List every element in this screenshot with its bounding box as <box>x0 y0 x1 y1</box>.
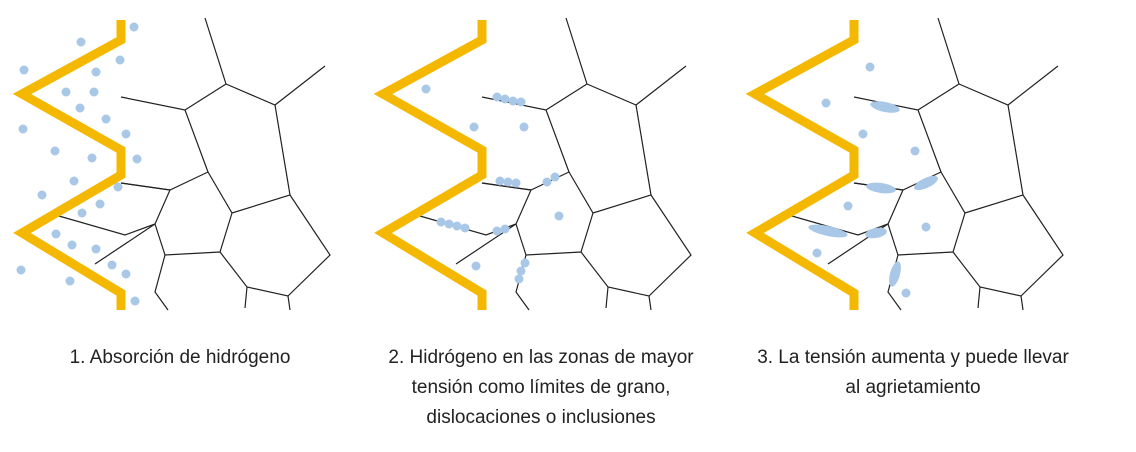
grain-boundaries <box>51 17 331 311</box>
panel-3: 3. La tensión aumenta y puede llevar al … <box>733 0 1093 452</box>
caption-1: 1. Absorción de hidrógeno <box>0 343 360 373</box>
caption-3: 3. La tensión aumenta y puede llevar al … <box>733 343 1093 403</box>
hydrogen-atoms <box>421 84 564 284</box>
panel-2: 2. Hidrógeno en las zonas de mayor tensi… <box>361 0 721 452</box>
hydrogen-blisters <box>808 101 938 287</box>
panel-1: 1. Absorción de hidrógeno <box>0 0 360 452</box>
panel-2-diagram <box>373 17 692 311</box>
metal-surface-edge <box>12 20 126 310</box>
caption-line: dislocaciones o inclusiones <box>426 407 656 428</box>
hydrogen-atoms <box>16 22 142 306</box>
metal-surface-edge <box>373 20 487 310</box>
panel-3-diagram <box>745 17 1064 311</box>
caption-line: tensión como límites de grano, <box>411 377 671 398</box>
caption-line: 3. La tensión aumenta y puede llevar <box>757 347 1069 368</box>
caption-2: 2. Hidrógeno en las zonas de mayor tensi… <box>361 343 721 433</box>
caption-line: al agrietamiento <box>845 377 981 398</box>
hydrogen-atoms <box>812 62 931 298</box>
caption-line: 2. Hidrógeno en las zonas de mayor <box>388 347 694 368</box>
grain-boundaries <box>412 17 692 311</box>
caption-line: 1. Absorción de hidrógeno <box>69 347 291 368</box>
panel-1-diagram <box>12 17 331 311</box>
grain-boundaries <box>784 17 1064 311</box>
metal-surface-edge <box>745 20 859 310</box>
